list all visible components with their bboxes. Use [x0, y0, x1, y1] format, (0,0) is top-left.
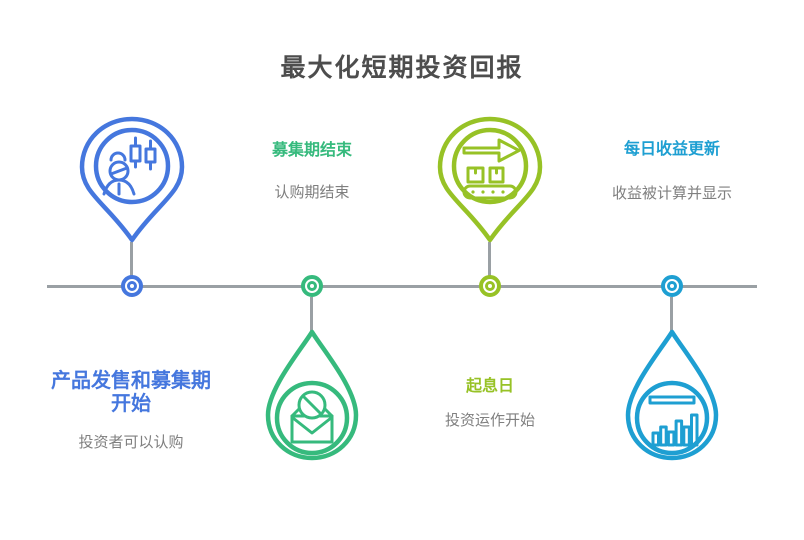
timeline-node-3-core: [485, 281, 495, 291]
timeline-node-3: [479, 275, 501, 297]
event-heading-3: 起息日: [465, 376, 514, 395]
event-subtext-4: 收益被计算并显示: [611, 184, 732, 202]
drop-marker-daily-returns: [620, 329, 724, 461]
pin-marker-product-launch: [77, 116, 187, 244]
conveyor-belt-icon: [462, 138, 521, 200]
map-pin-icon: [437, 116, 543, 243]
pin-marker-value-date: [435, 116, 545, 244]
page-title: 最大化短期投资回报: [280, 53, 524, 82]
timeline-node-4-core: [667, 281, 677, 291]
event-subtext-3: 投资运作开始: [444, 411, 535, 429]
map-pin-icon: [79, 116, 185, 243]
event-heading-4: 每日收益更新: [623, 139, 720, 158]
blocked-envelope-icon: [290, 390, 334, 444]
event-subtext-1: 投资者可以认购: [78, 433, 184, 451]
connector-line-2: [310, 297, 313, 331]
event-heading-1: 产品发售和募集期开始: [51, 368, 211, 415]
connector-line-1: [130, 242, 133, 276]
timeline-node-2-core: [307, 281, 317, 291]
event-subtext-2: 认购期结束: [274, 183, 350, 201]
event-heading-2: 募集期结束: [271, 140, 352, 159]
timeline-node-4: [661, 275, 683, 297]
connector-line-4: [670, 297, 673, 331]
bar-chart-icon: [648, 395, 699, 447]
drop-marker-fundraising-end: [260, 329, 364, 461]
connector-line-3: [488, 242, 491, 276]
trader-candlestick-icon: [102, 136, 157, 196]
teardrop-icon: [265, 329, 359, 461]
timeline-axis: [47, 285, 757, 288]
teardrop-icon: [625, 329, 719, 461]
timeline-node-1-core: [127, 281, 137, 291]
timeline-node-2: [301, 275, 323, 297]
timeline-node-1: [121, 275, 143, 297]
